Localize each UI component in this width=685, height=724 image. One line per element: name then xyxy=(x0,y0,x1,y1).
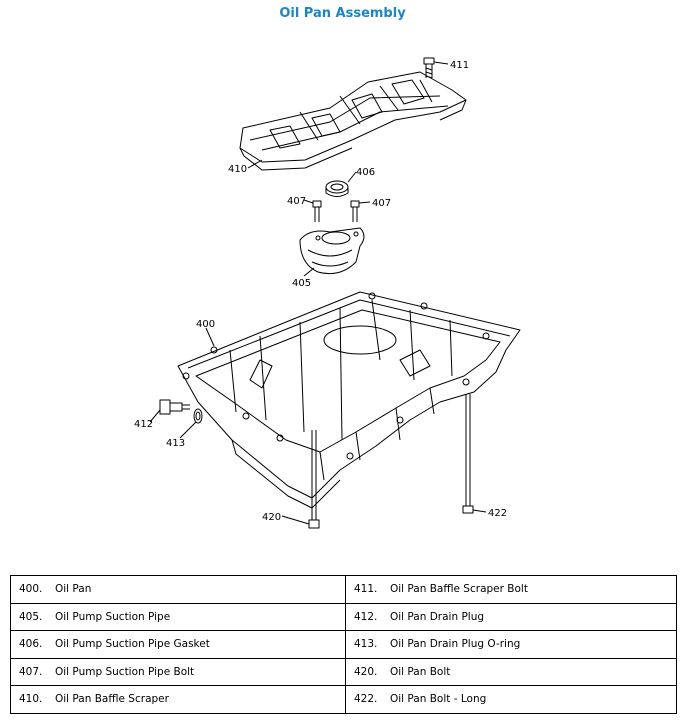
callout-413: 413 xyxy=(166,438,185,449)
legend-part-name: Oil Pump Suction Pipe Gasket xyxy=(55,638,210,651)
suction-pipe-part xyxy=(299,227,365,275)
callout-411: 411 xyxy=(450,60,469,71)
legend-number: 407. xyxy=(19,665,43,678)
legend-number: 400. xyxy=(19,583,43,596)
callout-407-right: 407 xyxy=(372,198,391,209)
table-row: 407. Oil Pump Suction Pipe Bolt 420. Oil P… xyxy=(10,657,677,686)
exploded-view-diagram: 411 410 406 407 407 405 400 412 413 420 … xyxy=(134,57,521,529)
leader-lines xyxy=(149,61,487,525)
table-row: 405. Oil Pump Suction Pipe 412. Oil Pan Dr… xyxy=(10,602,677,631)
legend-part-name: Oil Pan Drain Plug xyxy=(390,610,485,623)
suction-pipe-gasket-part xyxy=(325,180,349,197)
legend-cell-right: 411. Oil Pan Baffle Scraper Bolt xyxy=(345,575,677,604)
legend-part-name: Oil Pan Baffle Scraper Bolt xyxy=(390,583,528,596)
parts-legend-table: 400. Oil Pan 411. Oil Pan Baffle Scraper B… xyxy=(10,575,677,714)
legend-cell-left: 406. Oil Pump Suction Pipe Gasket xyxy=(10,630,346,659)
legend-part-name: Oil Pan Drain Plug O-ring xyxy=(390,638,521,651)
legend-number: 420. xyxy=(354,665,378,678)
legend-cell-left: 407. Oil Pump Suction Pipe Bolt xyxy=(10,657,346,686)
legend-number: 405. xyxy=(19,610,43,623)
drain-plug-part xyxy=(159,399,190,415)
table-row: 400. Oil Pan 411. Oil Pan Baffle Scraper B… xyxy=(10,575,677,604)
legend-part-name: Oil Pan Bolt xyxy=(390,665,451,678)
callout-410: 410 xyxy=(228,164,247,175)
oil-pan-part xyxy=(177,291,521,509)
baffle-scraper-bolt-part xyxy=(423,57,435,79)
legend-cell-right: 420. Oil Pan Bolt xyxy=(345,657,677,686)
callout-422: 422 xyxy=(488,508,507,519)
baffle-scraper-part xyxy=(239,71,467,171)
callout-400: 400 xyxy=(196,319,215,330)
legend-part-name: Oil Pan Bolt - Long xyxy=(390,693,487,706)
drain-plug-oring-part xyxy=(193,408,203,424)
callout-407-left: 407 xyxy=(287,196,306,207)
legend-cell-right: 412. Oil Pan Drain Plug xyxy=(345,602,677,631)
legend-cell-right: 413. Oil Pan Drain Plug O-ring xyxy=(345,630,677,659)
page-title: Oil Pan Assembly xyxy=(279,6,406,21)
suction-pipe-bolt-right-part xyxy=(350,200,360,222)
legend-number: 422. xyxy=(354,693,378,706)
table-row: 406. Oil Pump Suction Pipe Gasket 413. Oil… xyxy=(10,630,677,659)
legend-cell-right: 422. Oil Pan Bolt - Long xyxy=(345,685,677,714)
oil-pan-long-bolt-part xyxy=(462,394,474,514)
legend-part-name: Oil Pump Suction Pipe Bolt xyxy=(55,665,195,678)
callout-405: 405 xyxy=(292,278,311,289)
oil-pan-bolt-part xyxy=(308,430,320,529)
callout-412: 412 xyxy=(134,419,153,430)
legend-part-name: Oil Pump Suction Pipe xyxy=(55,610,171,623)
callout-420: 420 xyxy=(262,512,281,523)
legend-part-name: Oil Pan Baffle Scraper xyxy=(55,693,169,706)
legend-number: 412. xyxy=(354,610,378,623)
table-row: 410. Oil Pan Baffle Scraper 422. Oil Pan B… xyxy=(10,685,677,714)
legend-number: 410. xyxy=(19,693,43,706)
legend-part-name: Oil Pan xyxy=(55,583,92,596)
legend-number: 411. xyxy=(354,583,378,596)
legend-cell-left: 405. Oil Pump Suction Pipe xyxy=(10,602,346,631)
suction-pipe-bolt-left-part xyxy=(312,200,322,222)
legend-number: 406. xyxy=(19,638,43,651)
legend-number: 413. xyxy=(354,638,378,651)
legend-cell-left: 400. Oil Pan xyxy=(10,575,346,604)
legend-cell-left: 410. Oil Pan Baffle Scraper xyxy=(10,685,346,714)
callout-406: 406 xyxy=(356,167,375,178)
